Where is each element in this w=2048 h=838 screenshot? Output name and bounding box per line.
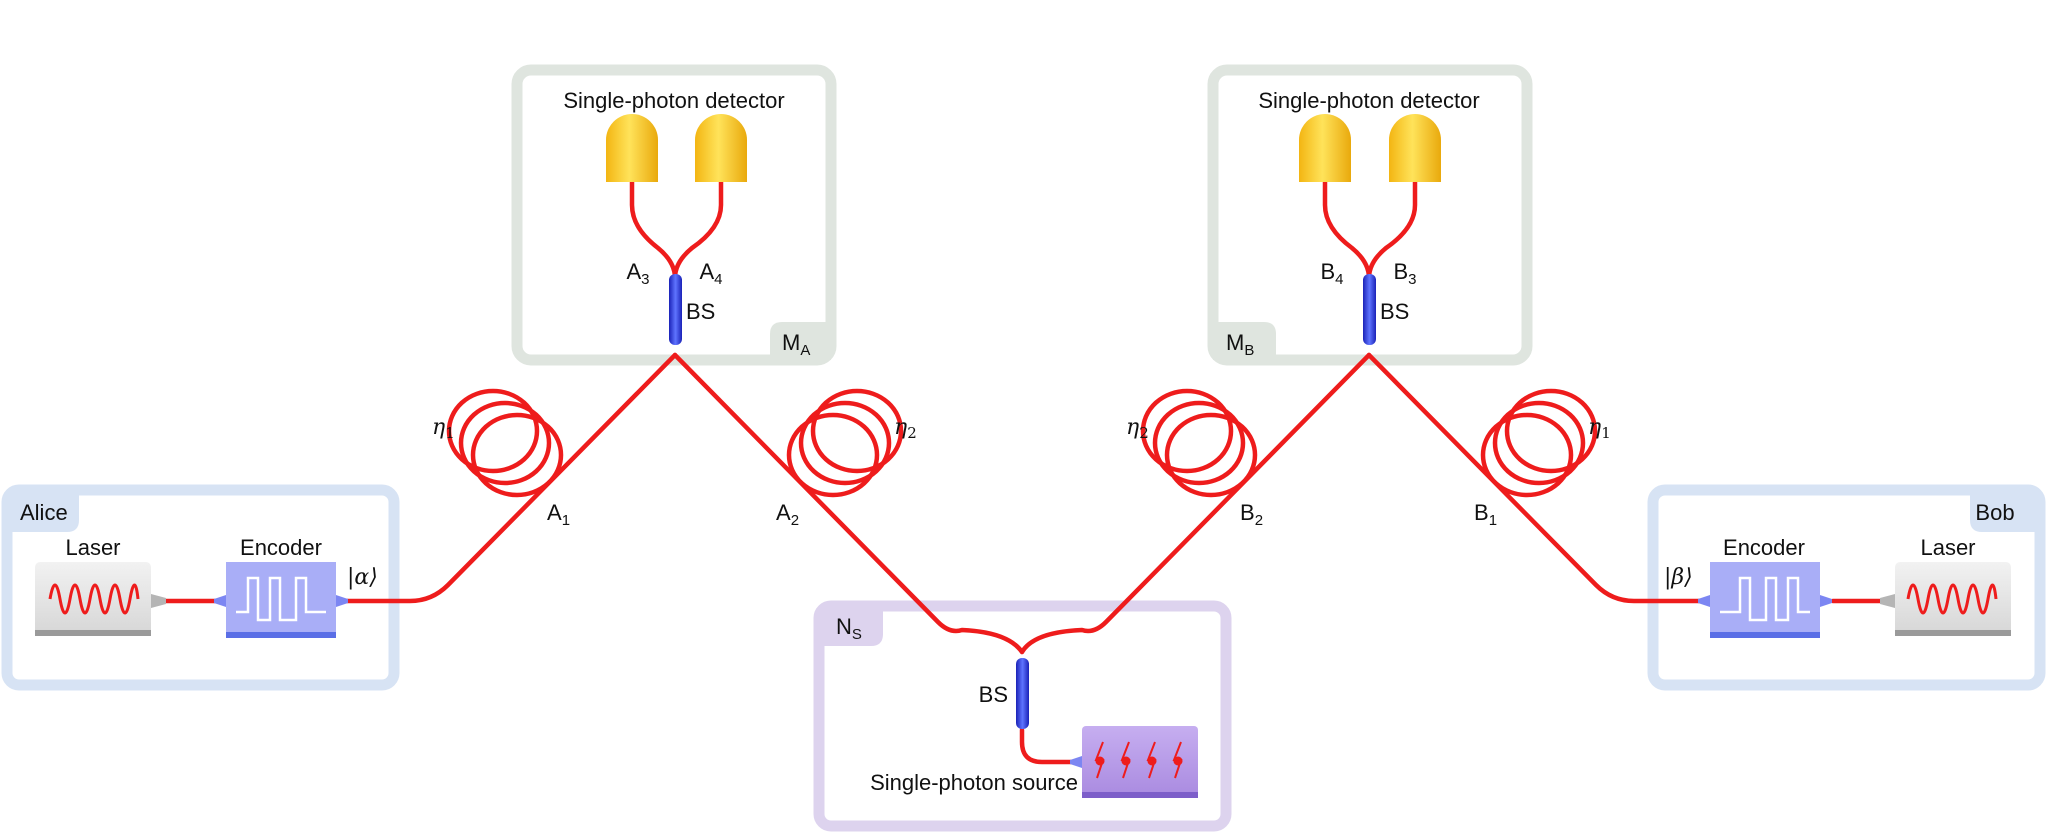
mb-bs-label: BS (1380, 299, 1409, 324)
bob-encoder (1698, 562, 1832, 638)
fiber-bob-to-mb (1366, 352, 1709, 604)
mb-frame (1207, 64, 1533, 366)
ma-port-left: A3 (626, 259, 649, 288)
coil3-eta-label: η2 (1126, 415, 1149, 442)
fiber-ns-to-ma (672, 352, 1025, 655)
ma-beam-splitter (669, 274, 682, 345)
channel-label-a2: A2 (776, 500, 799, 529)
mb-port-right: B3 (1393, 259, 1416, 288)
photon-icon (1172, 741, 1183, 779)
single-photon-source-label: Single-photon source (870, 770, 1078, 795)
coil1-eta-label: η1 (432, 415, 455, 442)
ns-bs-label: BS (979, 682, 1008, 707)
ma-frame (511, 64, 837, 366)
ns-tag: NS (836, 614, 862, 643)
bob-encoder-label: Encoder (1723, 535, 1805, 560)
fiber-alice-to-ma (337, 352, 678, 604)
mb-beam-splitter (1363, 274, 1376, 345)
ma-port-right: A4 (699, 259, 722, 288)
ma-detector-left (606, 114, 658, 182)
alice-encoder-label: Encoder (240, 535, 322, 560)
channel-label-b2: B2 (1240, 500, 1263, 529)
fiber-ns-source (1019, 727, 1083, 765)
channel-label-b1: B1 (1474, 500, 1497, 529)
fiber-coil-2 (786, 388, 904, 498)
bob-laser-label: Laser (1920, 535, 1975, 560)
alice-laser (35, 562, 166, 636)
fiber-mb-detectors (1322, 172, 1418, 281)
mb-detector-left (1299, 114, 1351, 182)
bob-tag: Bob (1975, 500, 2014, 525)
ma-tag: MA (782, 330, 810, 359)
mb-detector-right (1389, 114, 1441, 182)
coil2-eta-label: η2 (894, 415, 917, 442)
alice-laser-label: Laser (65, 535, 120, 560)
fiber-ma-detectors (629, 172, 724, 281)
fiber-coil-4 (1480, 388, 1598, 498)
coil4-eta-label: η1 (1588, 415, 1611, 442)
bob-frame (1647, 484, 2046, 691)
photon-icon (1146, 741, 1157, 779)
mb-tag: MB (1226, 330, 1254, 359)
photon-icon (1120, 741, 1131, 779)
channel-label-a1: A1 (547, 500, 570, 529)
mb-title: Single-photon detector (1258, 88, 1479, 113)
bob-laser (1880, 562, 2011, 636)
single-photon-source (1070, 726, 1198, 798)
fiber-ns-to-mb (1019, 352, 1372, 655)
mb-port-left: B4 (1320, 259, 1343, 288)
alice-frame (1, 484, 400, 691)
fiber-coil-3 (1140, 388, 1258, 498)
ma-detector-right (695, 114, 747, 182)
photon-icon (1094, 741, 1105, 779)
ma-bs-label: BS (686, 299, 715, 324)
fibers (160, 172, 1893, 765)
ma-title: Single-photon detector (563, 88, 784, 113)
alice-encoder (214, 562, 348, 638)
ns-frame (813, 600, 1232, 832)
ns-beam-splitter (1016, 658, 1029, 729)
alice-state-label: |α⟩ (347, 565, 378, 590)
bob-state-label: |β⟩ (1664, 565, 1693, 590)
fiber-coil-1 (446, 388, 564, 498)
alice-tag: Alice (20, 500, 68, 525)
